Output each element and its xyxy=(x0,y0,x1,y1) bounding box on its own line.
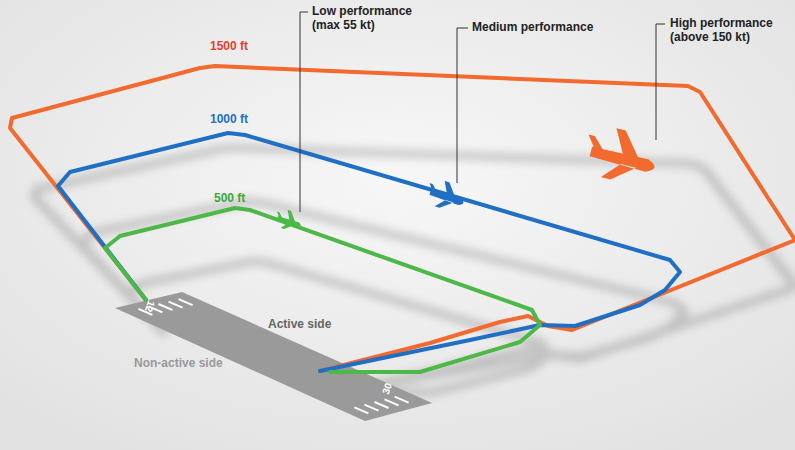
callout-label: Medium performance xyxy=(472,21,593,35)
aircraft-icon xyxy=(273,207,305,234)
circuit-paths xyxy=(10,66,795,372)
threshold-stripe xyxy=(179,299,193,305)
altitude-label: 1000 ft xyxy=(210,113,248,127)
callout-label: High performance (above 150 kt) xyxy=(670,17,788,45)
threshold-stripe xyxy=(385,399,399,405)
threshold-stripe xyxy=(169,302,183,308)
callout-label: Low performance (max 55 kt) xyxy=(312,5,422,33)
threshold-stripe xyxy=(159,304,173,310)
circuit-path xyxy=(105,208,540,372)
threshold-stripe xyxy=(395,397,409,403)
side-label: Non-active side xyxy=(134,357,223,371)
circuit-path xyxy=(58,133,680,371)
altitude-label: 500 ft xyxy=(214,192,245,206)
altitude-label: 1500 ft xyxy=(210,40,248,54)
aircraft-icon xyxy=(579,122,661,189)
side-label: Active side xyxy=(268,318,331,332)
aircraft-icons xyxy=(273,122,662,234)
threshold-stripe xyxy=(354,407,368,413)
leader-lines xyxy=(300,12,665,212)
threshold-stripe xyxy=(364,405,378,411)
threshold-stripe xyxy=(375,402,389,408)
aircraft-icon xyxy=(423,177,468,215)
